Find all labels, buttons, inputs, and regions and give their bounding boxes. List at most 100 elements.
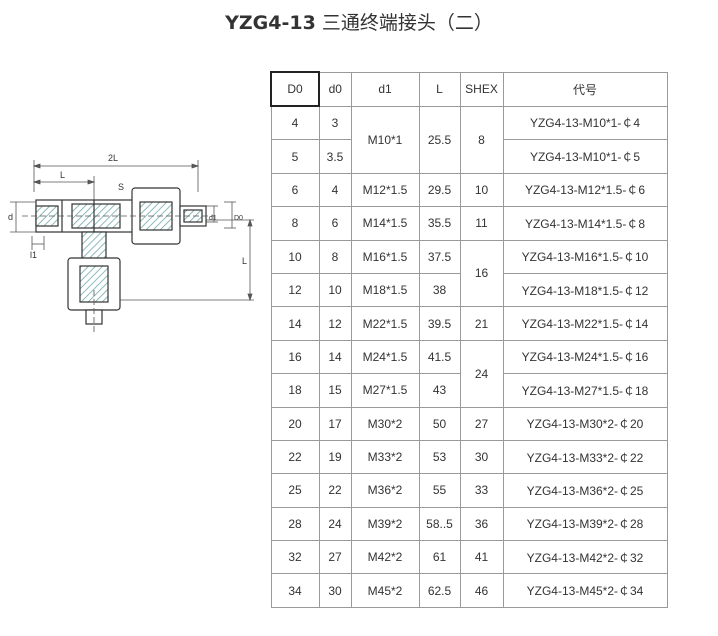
cell-shex: 33 <box>459 473 504 508</box>
cell-code: YZG4-13-M10*1-￠4 <box>502 105 668 141</box>
header-d0: D0 <box>270 71 320 107</box>
label-l: L <box>60 170 65 180</box>
cell-code: YZG4-13-M36*2-￠25 <box>502 473 668 508</box>
cell-code: YZG4-13-M42*2-￠32 <box>502 540 668 575</box>
label-d0: D0 <box>234 215 243 222</box>
cell-d1: M22*1.5 <box>350 306 420 341</box>
table-row: 4 3 M10*1 25.5 8 YZG4-13-M10*1-￠4 <box>270 105 668 174</box>
cell-code: YZG4-13-M27*1.5-￠18 <box>502 373 668 408</box>
cell-d1: M27*1.5 <box>350 373 420 408</box>
cell-d0: 17 <box>318 406 352 441</box>
cell-d1: M39*2 <box>350 506 420 542</box>
cell-D0: 6 <box>270 172 320 208</box>
cell-shex: 8 <box>459 105 504 174</box>
cell-L: 41.5 <box>418 339 461 375</box>
cell-L: 62.5 <box>418 573 461 608</box>
cell-d0: 10 <box>318 272 352 308</box>
header-code: 代号 <box>502 71 668 107</box>
table-row: 32 27 M42*2 61 41 YZG4-13-M42*2-￠32 <box>270 540 668 575</box>
cell-D0: 14 <box>270 306 320 341</box>
label-l-vertical: L <box>242 256 247 266</box>
cell-d0: 12 <box>318 306 352 341</box>
spec-table: D0 d0 d1 L SHEX 代号 4 3 M10*1 25.5 8 YZG4… <box>270 71 668 608</box>
table-row: 28 24 M39*2 58..5 36 YZG4-13-M39*2-￠28 <box>270 506 668 542</box>
cell-d0: 15 <box>318 373 352 408</box>
cell-d0: 8 <box>318 239 352 274</box>
cell-code: YZG4-13-M18*1.5-￠12 <box>502 272 668 308</box>
cell-D0: 16 <box>270 339 320 375</box>
cell-d1: M14*1.5 <box>350 206 420 241</box>
cell-L: 38 <box>418 272 461 308</box>
table-row: 22 19 M33*2 53 30 YZG4-13-M33*2-￠22 <box>270 439 668 475</box>
cell-d1: M45*2 <box>350 573 420 608</box>
page-title: YZG4-13 三通终端接头（二） <box>0 8 718 35</box>
cell-d0: 19 <box>318 439 352 475</box>
cell-L: 39.5 <box>418 306 461 341</box>
table-row: 10 8 M16*1.5 37.5 16 YZG4-13-M16*1.5-￠10 <box>270 239 668 308</box>
cell-D0: 32 <box>270 540 320 575</box>
label-2l: 2L <box>108 153 118 163</box>
cell-L: 61 <box>418 540 461 575</box>
label-l1: l1 <box>30 250 37 260</box>
table-row: 34 30 M45*2 62.5 46 YZG4-13-M45*2-￠34 <box>270 573 668 608</box>
cell-code: YZG4-13-M14*1.5-￠8 <box>502 206 668 241</box>
cell-L: 55 <box>418 473 461 508</box>
cell-D0: 22 <box>270 439 320 475</box>
cell-D0: 8 <box>270 206 320 241</box>
table-row: 25 22 M36*2 55 33 YZG4-13-M36*2-￠25 <box>270 473 668 508</box>
cell-L: 58..5 <box>418 506 461 542</box>
cell-shex: 46 <box>459 573 504 608</box>
tee-fitting-drawing: 2L L S d l1 d1 D0 L <box>8 153 254 332</box>
cell-d1: M24*1.5 <box>350 339 420 375</box>
cell-code: YZG4-13-M16*1.5-￠10 <box>502 239 668 274</box>
cell-L: 53 <box>418 439 461 475</box>
cell-shex: 36 <box>459 506 504 542</box>
cell-L: 50 <box>418 406 461 441</box>
cell-shex: 10 <box>459 172 504 208</box>
cell-L: 35.5 <box>418 206 461 241</box>
cell-code: YZG4-13-M30*2-￠20 <box>502 406 668 441</box>
cell-d1: M36*2 <box>350 473 420 508</box>
table-row: 18 15 M27*1.5 43 YZG4-13-M27*1.5-￠18 <box>270 373 668 408</box>
cell-d0: 14 <box>318 339 352 375</box>
cell-code: YZG4-13-M45*2-￠34 <box>502 573 668 608</box>
cell-shex: 27 <box>459 406 504 441</box>
cell-d0: 6 <box>318 206 352 241</box>
cell-code: YZG4-13-M12*1.5-￠6 <box>502 172 668 208</box>
table-row: 20 17 M30*2 50 27 YZG4-13-M30*2-￠20 <box>270 406 668 441</box>
cell-D0: 18 <box>270 373 320 408</box>
table-row: 6 4 M12*1.5 29.5 10 YZG4-13-M12*1.5-￠6 <box>270 172 668 208</box>
cell-d0: 27 <box>318 540 352 575</box>
cell-D0: 34 <box>270 573 320 608</box>
cell-d0: 30 <box>318 573 352 608</box>
cell-D0: 20 <box>270 406 320 441</box>
cell-d1: M18*1.5 <box>350 272 420 308</box>
table-header-row: D0 d0 d1 L SHEX 代号 <box>270 71 668 107</box>
cell-code: YZG4-13-M39*2-￠28 <box>502 506 668 542</box>
cell-code: YZG4-13-M24*1.5-￠16 <box>502 339 668 375</box>
label-s: S <box>118 182 124 192</box>
cell-L: 43 <box>418 373 461 408</box>
cell-code: YZG4-13-M33*2-￠22 <box>502 439 668 475</box>
cell-shex: 41 <box>459 540 504 575</box>
cell-L: 29.5 <box>418 172 461 208</box>
cell-d0: 24 <box>318 506 352 542</box>
table-row: 14 12 M22*1.5 39.5 21 YZG4-13-M22*1.5-￠1… <box>270 306 668 341</box>
title-name: 三通终端接头（二） <box>321 12 493 34</box>
cell-D0: 25 <box>270 473 320 508</box>
cell-d0: 22 <box>318 473 352 508</box>
cell-d1: M30*2 <box>350 406 420 441</box>
cell-d1: M42*2 <box>350 540 420 575</box>
header-d1: d1 <box>350 71 420 107</box>
table-row: 16 14 M24*1.5 41.5 24 YZG4-13-M24*1.5-￠1… <box>270 339 668 408</box>
cell-code: YZG4-13-M22*1.5-￠14 <box>502 306 668 341</box>
cell-d0: 3 <box>318 105 352 141</box>
cell-d1: M16*1.5 <box>350 239 420 274</box>
cell-shex: 11 <box>459 206 504 241</box>
title-code: YZG4-13 <box>225 12 316 34</box>
cell-d1: M12*1.5 <box>350 172 420 208</box>
cell-D0: 12 <box>270 272 320 308</box>
table-row: 5 3.5 YZG4-13-M10*1-￠5 <box>270 139 668 174</box>
label-d1: d1 <box>209 215 217 222</box>
cell-d1: M33*2 <box>350 439 420 475</box>
